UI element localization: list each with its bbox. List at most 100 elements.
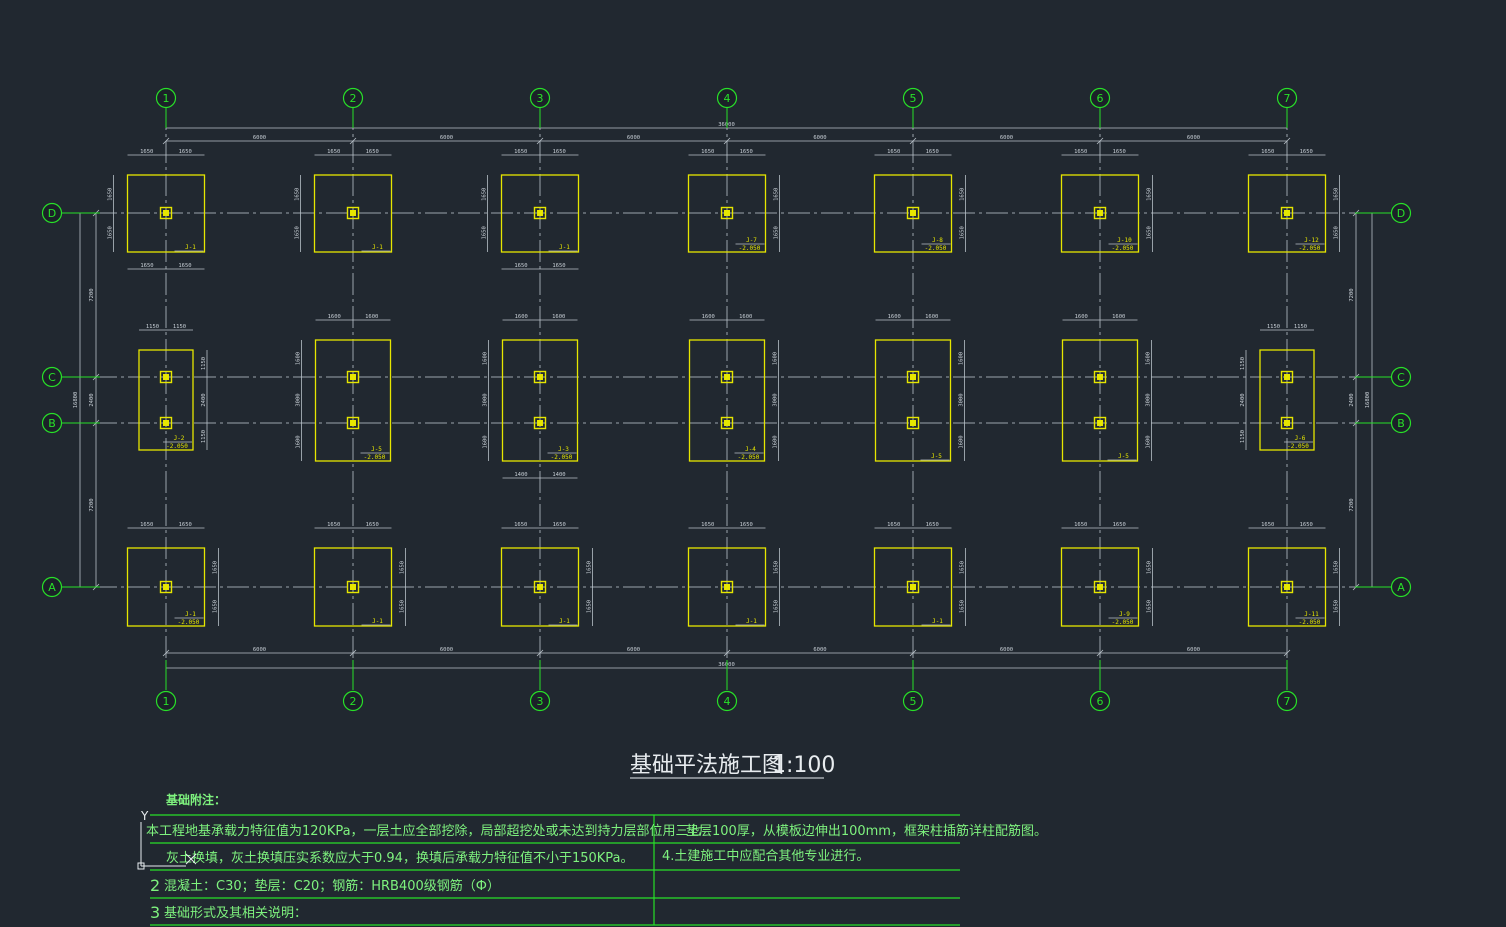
footing-dim-text: 3000 (959, 393, 965, 406)
axis-bubble-label: 5 (910, 695, 917, 708)
footing-elevation: -2.050 (1112, 245, 1134, 252)
axis-bubble-label: C (1397, 371, 1405, 384)
column-core (1097, 210, 1103, 216)
footing-dim-text: 1650 (400, 600, 406, 613)
axis-bubble (155, 690, 177, 712)
footing-tag: J-5 (931, 453, 942, 460)
footing-tag: J-10 (1117, 237, 1132, 244)
footing-elevation: -2.050 (1112, 619, 1134, 626)
dim-span-x: 6000 (1000, 647, 1013, 653)
dim-span-y: 2400 (1349, 393, 1355, 406)
column-core (350, 584, 356, 590)
footing-tag: J-11 (1304, 611, 1319, 618)
footing-outline (1259, 349, 1315, 451)
footing-elevation: -2.050 (738, 454, 760, 461)
axis-bubble-label: A (48, 581, 56, 594)
footing-dim-text: 1650 (140, 263, 153, 269)
column-outline (346, 416, 360, 430)
axis-bubble-label: 4 (724, 695, 731, 708)
dim-tick (723, 649, 731, 657)
dim-tick (349, 649, 357, 657)
footing-dim-text: 1650 (960, 188, 966, 201)
column-core (1284, 584, 1290, 590)
footing-dim-text: 1650 (514, 149, 527, 155)
footing-dim-text: 1600 (515, 314, 528, 320)
column-core (724, 210, 730, 216)
column-outline (159, 416, 173, 430)
footing-dim-text: 1400 (552, 472, 565, 478)
footing-outline (313, 547, 393, 627)
footing-dim-text: 1400 (514, 472, 527, 478)
column-outline (346, 370, 360, 384)
footing-dim-text: 1650 (926, 522, 939, 528)
dim-span-x: 6000 (627, 647, 640, 653)
footing-outline (138, 349, 194, 451)
footing-dim-text: 1150 (1240, 430, 1246, 443)
footing-outline (874, 339, 952, 462)
footing-tag: J-1 (559, 244, 570, 251)
footings: J-1J-1-2.050J-2-2.050J-1J-1J-5-2.050J-1J… (126, 174, 1327, 627)
dim-span-x: 6000 (813, 135, 826, 141)
ucs-icon: Y (137, 809, 197, 870)
axis-bubble (41, 202, 63, 224)
footing-dim-text: 1600 (552, 314, 565, 320)
footing-outline (313, 174, 393, 253)
column-outline (1280, 416, 1294, 430)
footing-tag: J-4 (745, 446, 756, 453)
column-outline (720, 416, 734, 430)
dim-tick (1096, 137, 1104, 145)
footing-dim-text: 1600 (773, 435, 779, 448)
footing-dim-text: 1650 (1334, 226, 1340, 239)
footing-dim-text: 1650 (740, 149, 753, 155)
column-outline (1093, 206, 1107, 220)
footing-outline (687, 547, 767, 627)
axis-bubble-label: 2 (350, 92, 357, 105)
footing-dim-text: 1650 (1334, 561, 1340, 574)
footing-dim-text: 1650 (295, 188, 301, 201)
footing-outline (1247, 174, 1327, 253)
dim-total-y: 16800 (1365, 392, 1371, 409)
footing-tag: J-1 (559, 618, 570, 625)
footing-dim-text: 1650 (1300, 149, 1313, 155)
footing-dim-text: 1650 (1334, 188, 1340, 201)
column-outline (1280, 206, 1294, 220)
notes-item-1-cont: 灰土换填，灰土换填压实系数应大于0.94，换填后承载力特征值不小于150KPa。 (166, 850, 634, 866)
axis-bubble (529, 87, 551, 109)
footing-dim-text: 1650 (701, 522, 714, 528)
footing-tag: J-12 (1304, 237, 1319, 244)
footing-elevation: -2.050 (551, 454, 573, 461)
footing-dim-text: 3000 (483, 393, 489, 406)
axis-bubble (155, 87, 177, 109)
axis-bubble (41, 366, 63, 388)
axis-bubble-label: 1 (163, 92, 170, 105)
footing-outline (126, 174, 206, 253)
column-outline (906, 206, 920, 220)
footing-tag: J-1 (746, 618, 757, 625)
column-outline (346, 580, 360, 594)
footing-outline (1060, 547, 1140, 627)
dim-tick (162, 137, 170, 145)
footing-dim-text: 1650 (740, 522, 753, 528)
dim-tick (1283, 137, 1291, 145)
notes-item-2: 混凝土：C30；垫层：C20；钢筋：HRB400级钢筋（Ф） (164, 878, 500, 894)
footing-dim-text: 1600 (483, 435, 489, 448)
column-outline (1280, 580, 1294, 594)
footing-outline (500, 547, 580, 627)
column-outline (1093, 416, 1107, 430)
column-core (163, 584, 169, 590)
footing-dim-text: 1150 (1240, 357, 1246, 370)
footing-dim-text: 1600 (483, 352, 489, 365)
footing-dim-text: 1600 (959, 435, 965, 448)
footing-dim-text: 1600 (773, 352, 779, 365)
footing-outline (500, 174, 580, 253)
dim-span-x: 6000 (440, 135, 453, 141)
footing-elevation: -2.050 (178, 619, 200, 626)
axis-bubble-label: B (48, 417, 56, 430)
axis-bubble-label: 4 (724, 92, 731, 105)
footing-dim-text: 1650 (1074, 149, 1087, 155)
dim-span-y: 7200 (89, 498, 95, 511)
column-outline (159, 370, 173, 384)
dim-span-x: 6000 (1187, 647, 1200, 653)
drawing-title: 基础平法施工图 (630, 753, 784, 778)
column-core (910, 584, 916, 590)
